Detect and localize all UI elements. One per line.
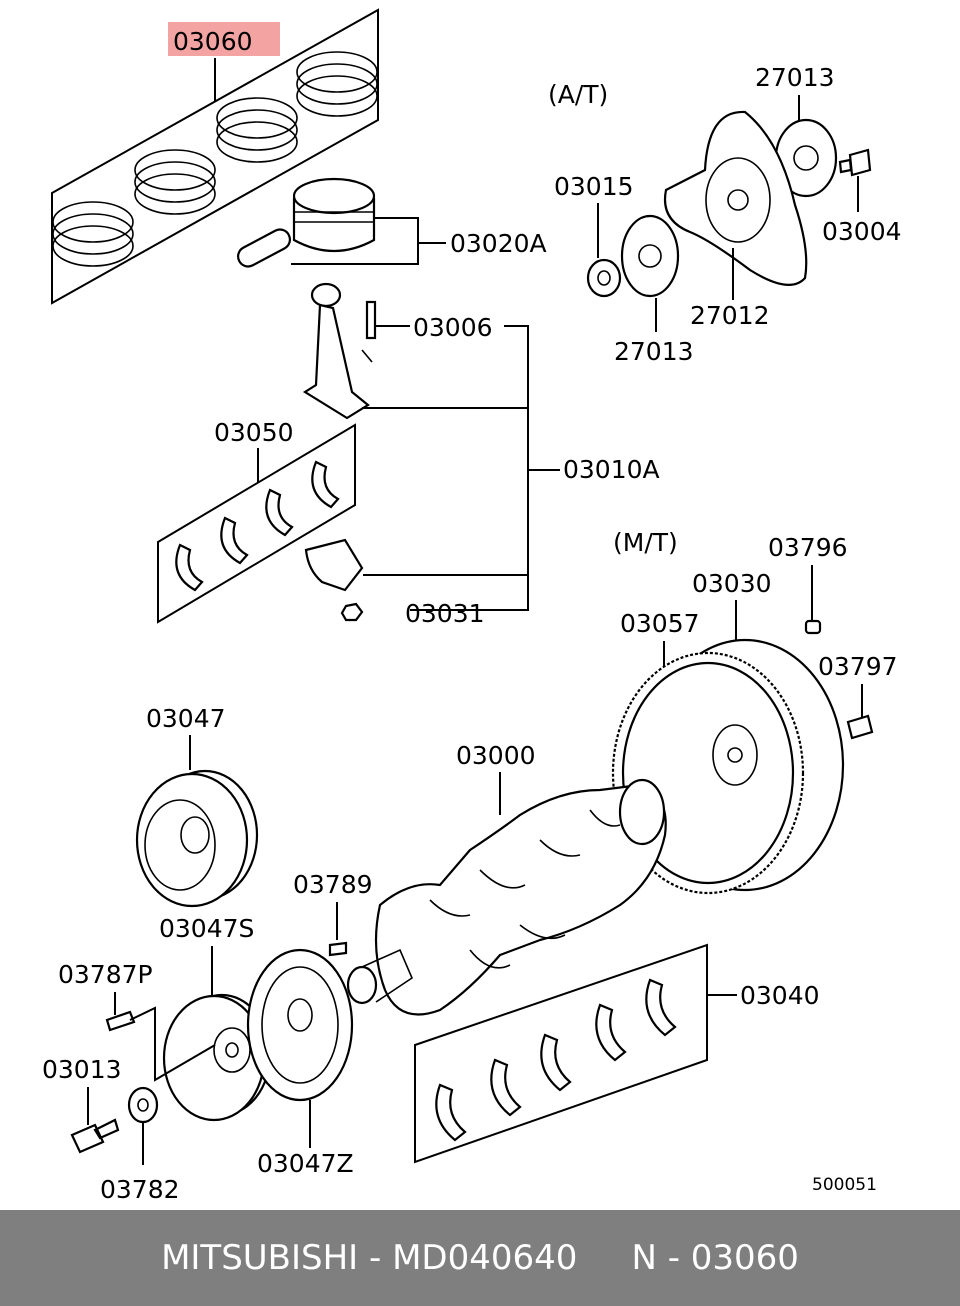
adapter-plate-bottom — [620, 214, 680, 298]
label-03015[interactable]: 03015 — [554, 172, 634, 201]
label-03782[interactable]: 03782 — [100, 1175, 180, 1204]
label-27013-bottom[interactable]: 27013 — [614, 337, 694, 366]
label-03797[interactable]: 03797 — [818, 652, 898, 681]
rod-bearing-frame — [157, 423, 356, 624]
exploded-parts-diagram: 03060 03020A 03006 03010A 03050 — [42, 8, 902, 1204]
label-27013-top[interactable]: 27013 — [755, 63, 835, 92]
label-03796[interactable]: 03796 — [768, 533, 848, 562]
part-info-footer: MITSUBISHI - MD040640 N - 03060 — [0, 1210, 960, 1306]
footer-reference: N - 03060 — [631, 1238, 799, 1278]
label-at: (A/T) — [548, 80, 608, 109]
dowel-pin-03796 — [804, 619, 822, 635]
rod-nut — [340, 602, 364, 622]
diagram-number: 500051 — [812, 1175, 877, 1195]
label-03060[interactable]: 03060 — [173, 27, 253, 56]
rod-cap — [304, 538, 364, 592]
piston — [237, 177, 376, 268]
crankshaft — [346, 778, 667, 1016]
bolt-03004 — [838, 148, 872, 177]
crank-pulley-03047 — [135, 769, 259, 908]
bolt-03797 — [846, 714, 874, 740]
woodruff-key — [328, 941, 348, 957]
label-03050[interactable]: 03050 — [214, 418, 294, 447]
main-bearing-frame — [414, 943, 708, 1164]
highlight-box — [168, 22, 280, 56]
rings-frame — [51, 8, 379, 305]
label-03047s[interactable]: 03047S — [159, 914, 254, 943]
label-03787p[interactable]: 03787P — [58, 960, 153, 989]
label-03047[interactable]: 03047 — [146, 704, 226, 733]
main-bearing-shells — [435, 978, 677, 1142]
label-03040[interactable]: 03040 — [740, 981, 820, 1010]
crank-pulley-03047s — [162, 993, 272, 1122]
label-mt: (M/T) — [613, 528, 678, 557]
label-03000[interactable]: 03000 — [456, 741, 536, 770]
footer-separator: - — [358, 1238, 393, 1278]
label-03004[interactable]: 03004 — [822, 217, 902, 246]
label-27012[interactable]: 27012 — [690, 301, 770, 330]
damper-03047z — [246, 948, 354, 1102]
label-03031[interactable]: 03031 — [405, 599, 485, 628]
rod-bearing-shells — [175, 460, 340, 592]
label-03789[interactable]: 03789 — [293, 870, 373, 899]
connecting-rod — [302, 282, 377, 420]
label-03006[interactable]: 03006 — [413, 313, 493, 342]
footer-brand: MITSUBISHI — [161, 1238, 359, 1278]
piston-ring-set — [52, 51, 378, 267]
label-03020a[interactable]: 03020A — [450, 229, 547, 258]
spacer-03015 — [586, 258, 622, 298]
label-03057[interactable]: 03057 — [620, 609, 700, 638]
label-03010a[interactable]: 03010A — [563, 455, 660, 484]
footer-part-number: MD040640 — [392, 1238, 578, 1278]
label-03013[interactable]: 03013 — [42, 1055, 122, 1084]
bolt-03013 — [70, 1118, 120, 1154]
bolt-03787p — [105, 1010, 136, 1032]
washer-03782 — [127, 1086, 159, 1124]
label-03047z[interactable]: 03047Z — [257, 1149, 354, 1178]
label-03030[interactable]: 03030 — [692, 569, 772, 598]
footer-gap — [577, 1238, 631, 1278]
drive-plate — [663, 110, 808, 286]
